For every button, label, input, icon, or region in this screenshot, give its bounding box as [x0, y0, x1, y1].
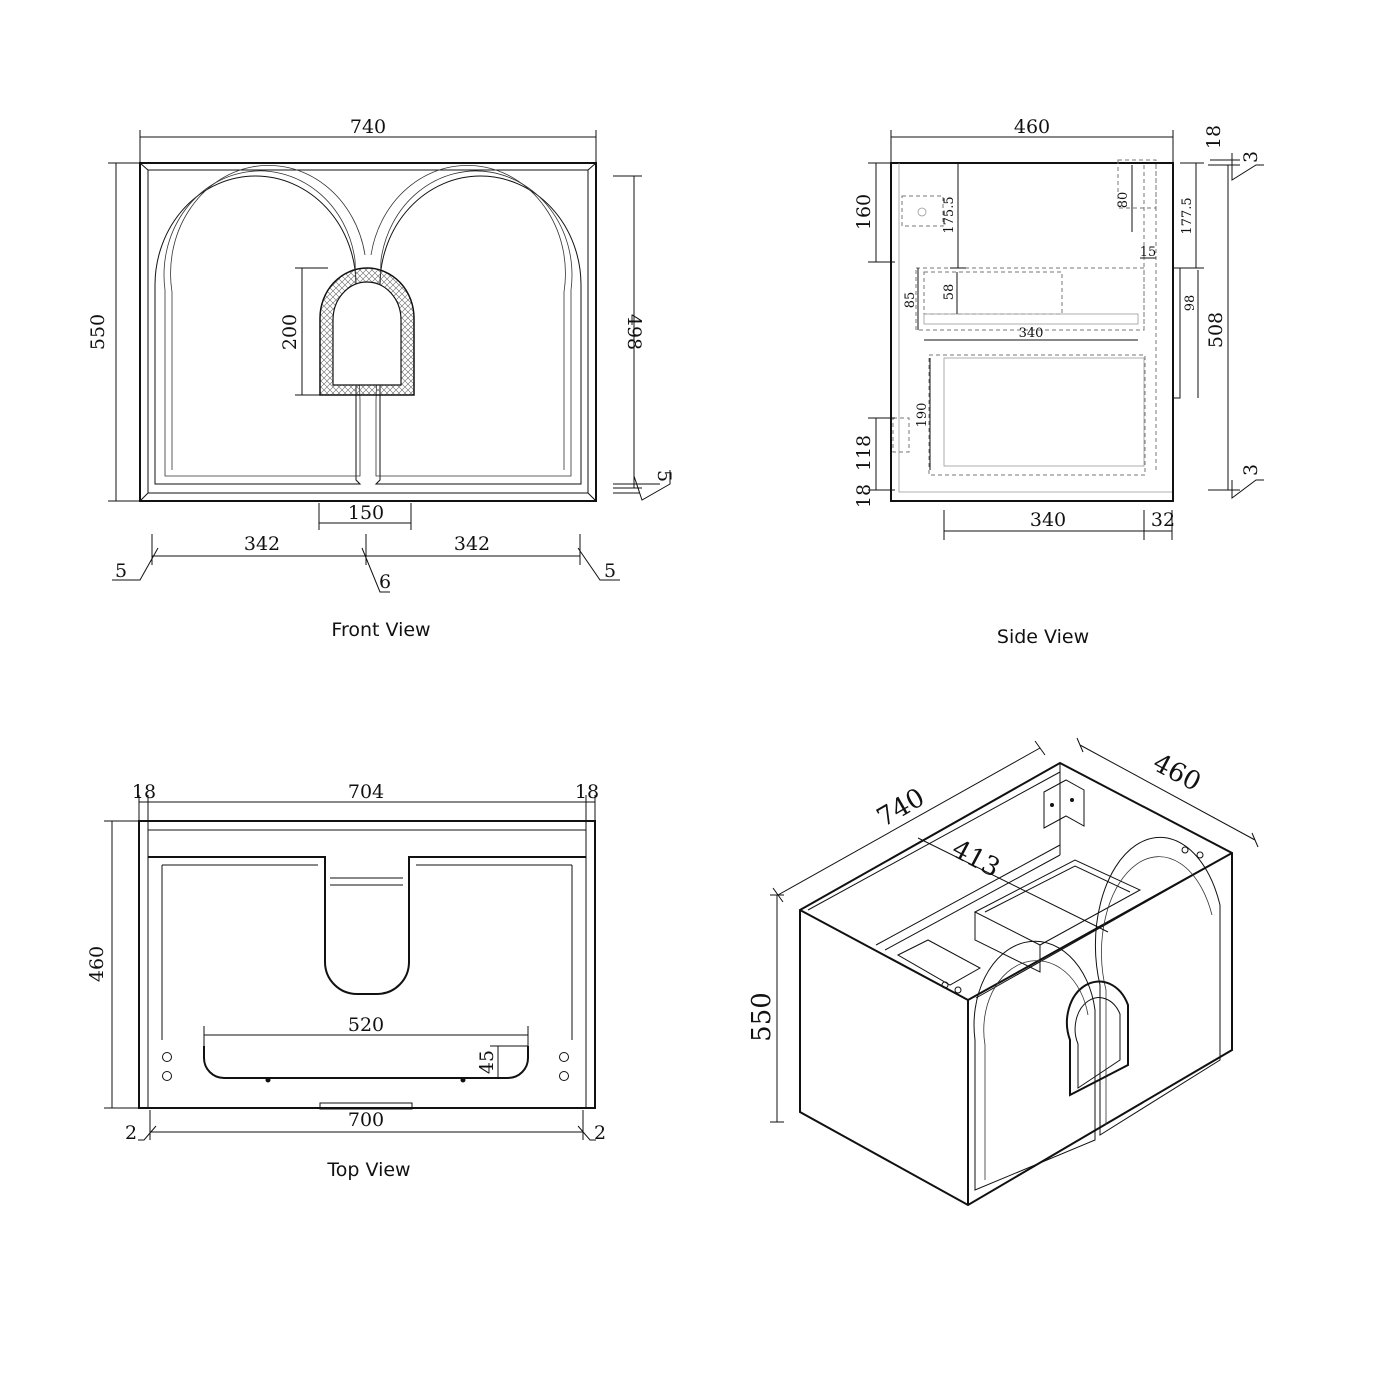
side-view-caption: Side View: [997, 626, 1089, 648]
side-view: 460 160 175.5 80 177.5 15 85 58 340 98 5…: [853, 116, 1264, 648]
top-view-caption: Top View: [326, 1159, 410, 1181]
front-dim-left-door: 342: [244, 533, 280, 555]
front-dim-inner-height: 498: [623, 314, 645, 350]
side-dim-side-upper: 177.5: [1180, 197, 1195, 234]
front-dim-left-gap: 5: [115, 560, 127, 582]
front-dim-right-door: 342: [454, 533, 490, 555]
isometric-view: 740 460 550 413: [747, 737, 1259, 1207]
side-dim-small-gap: 15: [1140, 245, 1157, 260]
front-dim-handle-height: 200: [279, 314, 301, 350]
side-dim-top-gap: 3: [1240, 151, 1262, 163]
top-dim-left-gap: 2: [125, 1122, 137, 1144]
front-dim-bottom-offset: 5: [653, 470, 675, 482]
front-left-door-outline: [154, 175, 362, 485]
top-dim-inner-width: 704: [348, 781, 384, 803]
top-dim-right-gap: 2: [594, 1122, 606, 1144]
side-dim-drawer-depth: 340: [1019, 326, 1044, 341]
front-view-caption: Front View: [331, 619, 430, 641]
side-dim-base-panel: 18: [853, 484, 875, 508]
side-dim-drawer-inner: 58: [942, 284, 957, 301]
top-view: 18 704 18 460 520 45 700 2 2 Top View: [86, 781, 606, 1181]
side-dim-upper-block: 160: [853, 194, 875, 230]
iso-dim-depth: 460: [1148, 748, 1206, 798]
front-dim-right-gap: 5: [604, 560, 616, 582]
iso-dim-height: 550: [747, 992, 777, 1042]
side-dim-depth: 460: [1014, 116, 1050, 138]
front-view: 740 550 200 498 5 150 342 342 5 6 5 Fron…: [87, 116, 675, 641]
side-dim-base-block: 118: [853, 435, 875, 471]
front-right-door-outline: [374, 175, 582, 485]
side-dim-handle: 98: [1183, 295, 1198, 312]
side-dim-bottom-offset: 32: [1151, 509, 1175, 531]
side-dim-lower-drawer: 190: [915, 403, 930, 428]
side-dim-side-total: 508: [1205, 312, 1227, 348]
front-dim-center-gap: 6: [379, 571, 391, 593]
side-dim-bottom-depth: 340: [1030, 509, 1066, 531]
side-dim-bracket: 80: [1116, 192, 1131, 209]
top-dim-depth: 460: [86, 946, 108, 982]
side-dim-drawer-height: 85: [903, 292, 918, 309]
side-dim-bottom-gap: 3: [1240, 464, 1262, 476]
top-dim-drawer-width: 520: [348, 1014, 384, 1036]
front-dim-width: 740: [350, 116, 386, 138]
front-dim-handle-width: 150: [348, 502, 384, 524]
top-dim-drawer-inset: 45: [476, 1050, 498, 1074]
top-dim-left-panel: 18: [132, 781, 156, 803]
front-dim-height: 550: [87, 314, 109, 350]
top-dim-right-panel: 18: [575, 781, 599, 803]
top-dim-door-width: 700: [348, 1109, 384, 1131]
side-dim-upper-inner: 175.5: [942, 196, 957, 233]
side-dim-top-panel: 18: [1203, 125, 1225, 149]
